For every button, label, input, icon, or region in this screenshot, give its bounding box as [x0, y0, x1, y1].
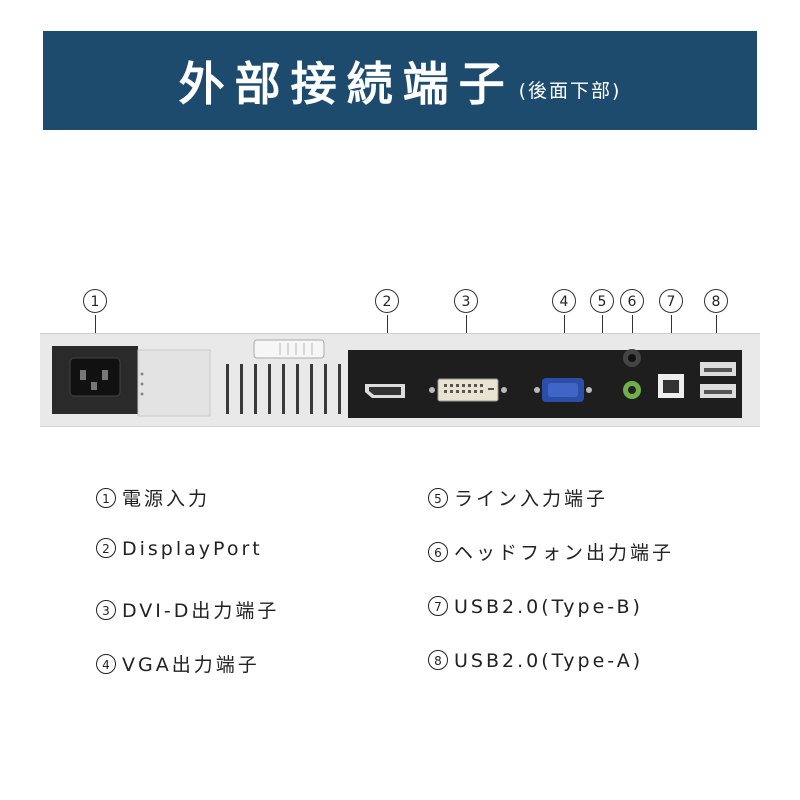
callout-4: 4	[552, 289, 576, 313]
callout-5: 5	[590, 289, 614, 313]
callout-7: 7	[659, 289, 683, 313]
callout-1: 1	[83, 289, 107, 313]
title-banner: 外部接続端子 (後面下部)	[43, 31, 757, 130]
callout-8: 8	[704, 289, 728, 313]
power-inlet-socket	[69, 357, 121, 397]
power-inlet-frame	[137, 349, 211, 417]
callout-2: 2	[375, 289, 399, 313]
callout-3: 3	[454, 289, 478, 313]
stand-latch	[253, 339, 325, 359]
callout-6: 6	[620, 289, 644, 313]
rear-panel-illustration	[52, 339, 742, 418]
page-subtitle: (後面下部)	[518, 80, 622, 102]
vent-slots	[226, 364, 341, 414]
page-title: 外部接続端子	[178, 56, 515, 111]
leader-line-6	[632, 315, 633, 345]
rear-panel	[40, 333, 760, 427]
